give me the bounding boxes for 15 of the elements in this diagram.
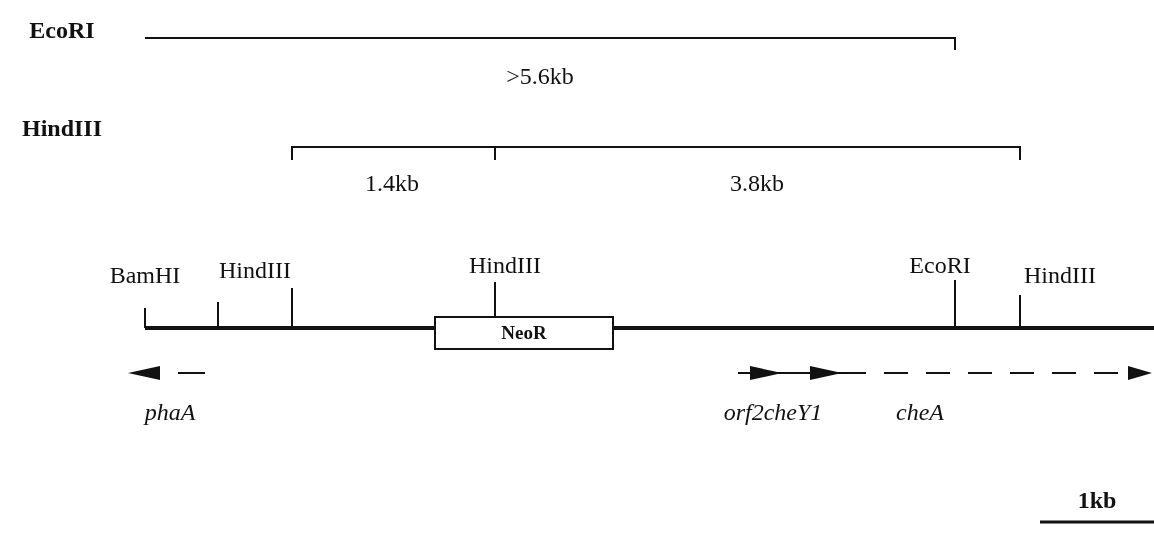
enzyme-label: EcoRI bbox=[29, 16, 95, 44]
gene-label: cheA bbox=[896, 398, 944, 426]
site-label: HindIII bbox=[1024, 261, 1096, 289]
site-label: HindIII bbox=[469, 251, 541, 279]
site-label: EcoRI bbox=[909, 251, 971, 279]
gene-label: orf2cheY1 bbox=[723, 398, 823, 426]
fragment-size-label: 1.4kb bbox=[365, 169, 419, 197]
site-label: BamHI bbox=[109, 261, 181, 289]
site-label: HindIII bbox=[219, 256, 291, 284]
scale-label: 1kb bbox=[1077, 486, 1117, 514]
gene-label: phaA bbox=[144, 398, 196, 426]
gene-insert-box: NeoR bbox=[434, 316, 614, 350]
fragment-size-label: 3.8kb bbox=[730, 169, 784, 197]
enzyme-label: HindIII bbox=[21, 114, 103, 142]
fragment-size-label: >5.6kb bbox=[506, 62, 574, 90]
